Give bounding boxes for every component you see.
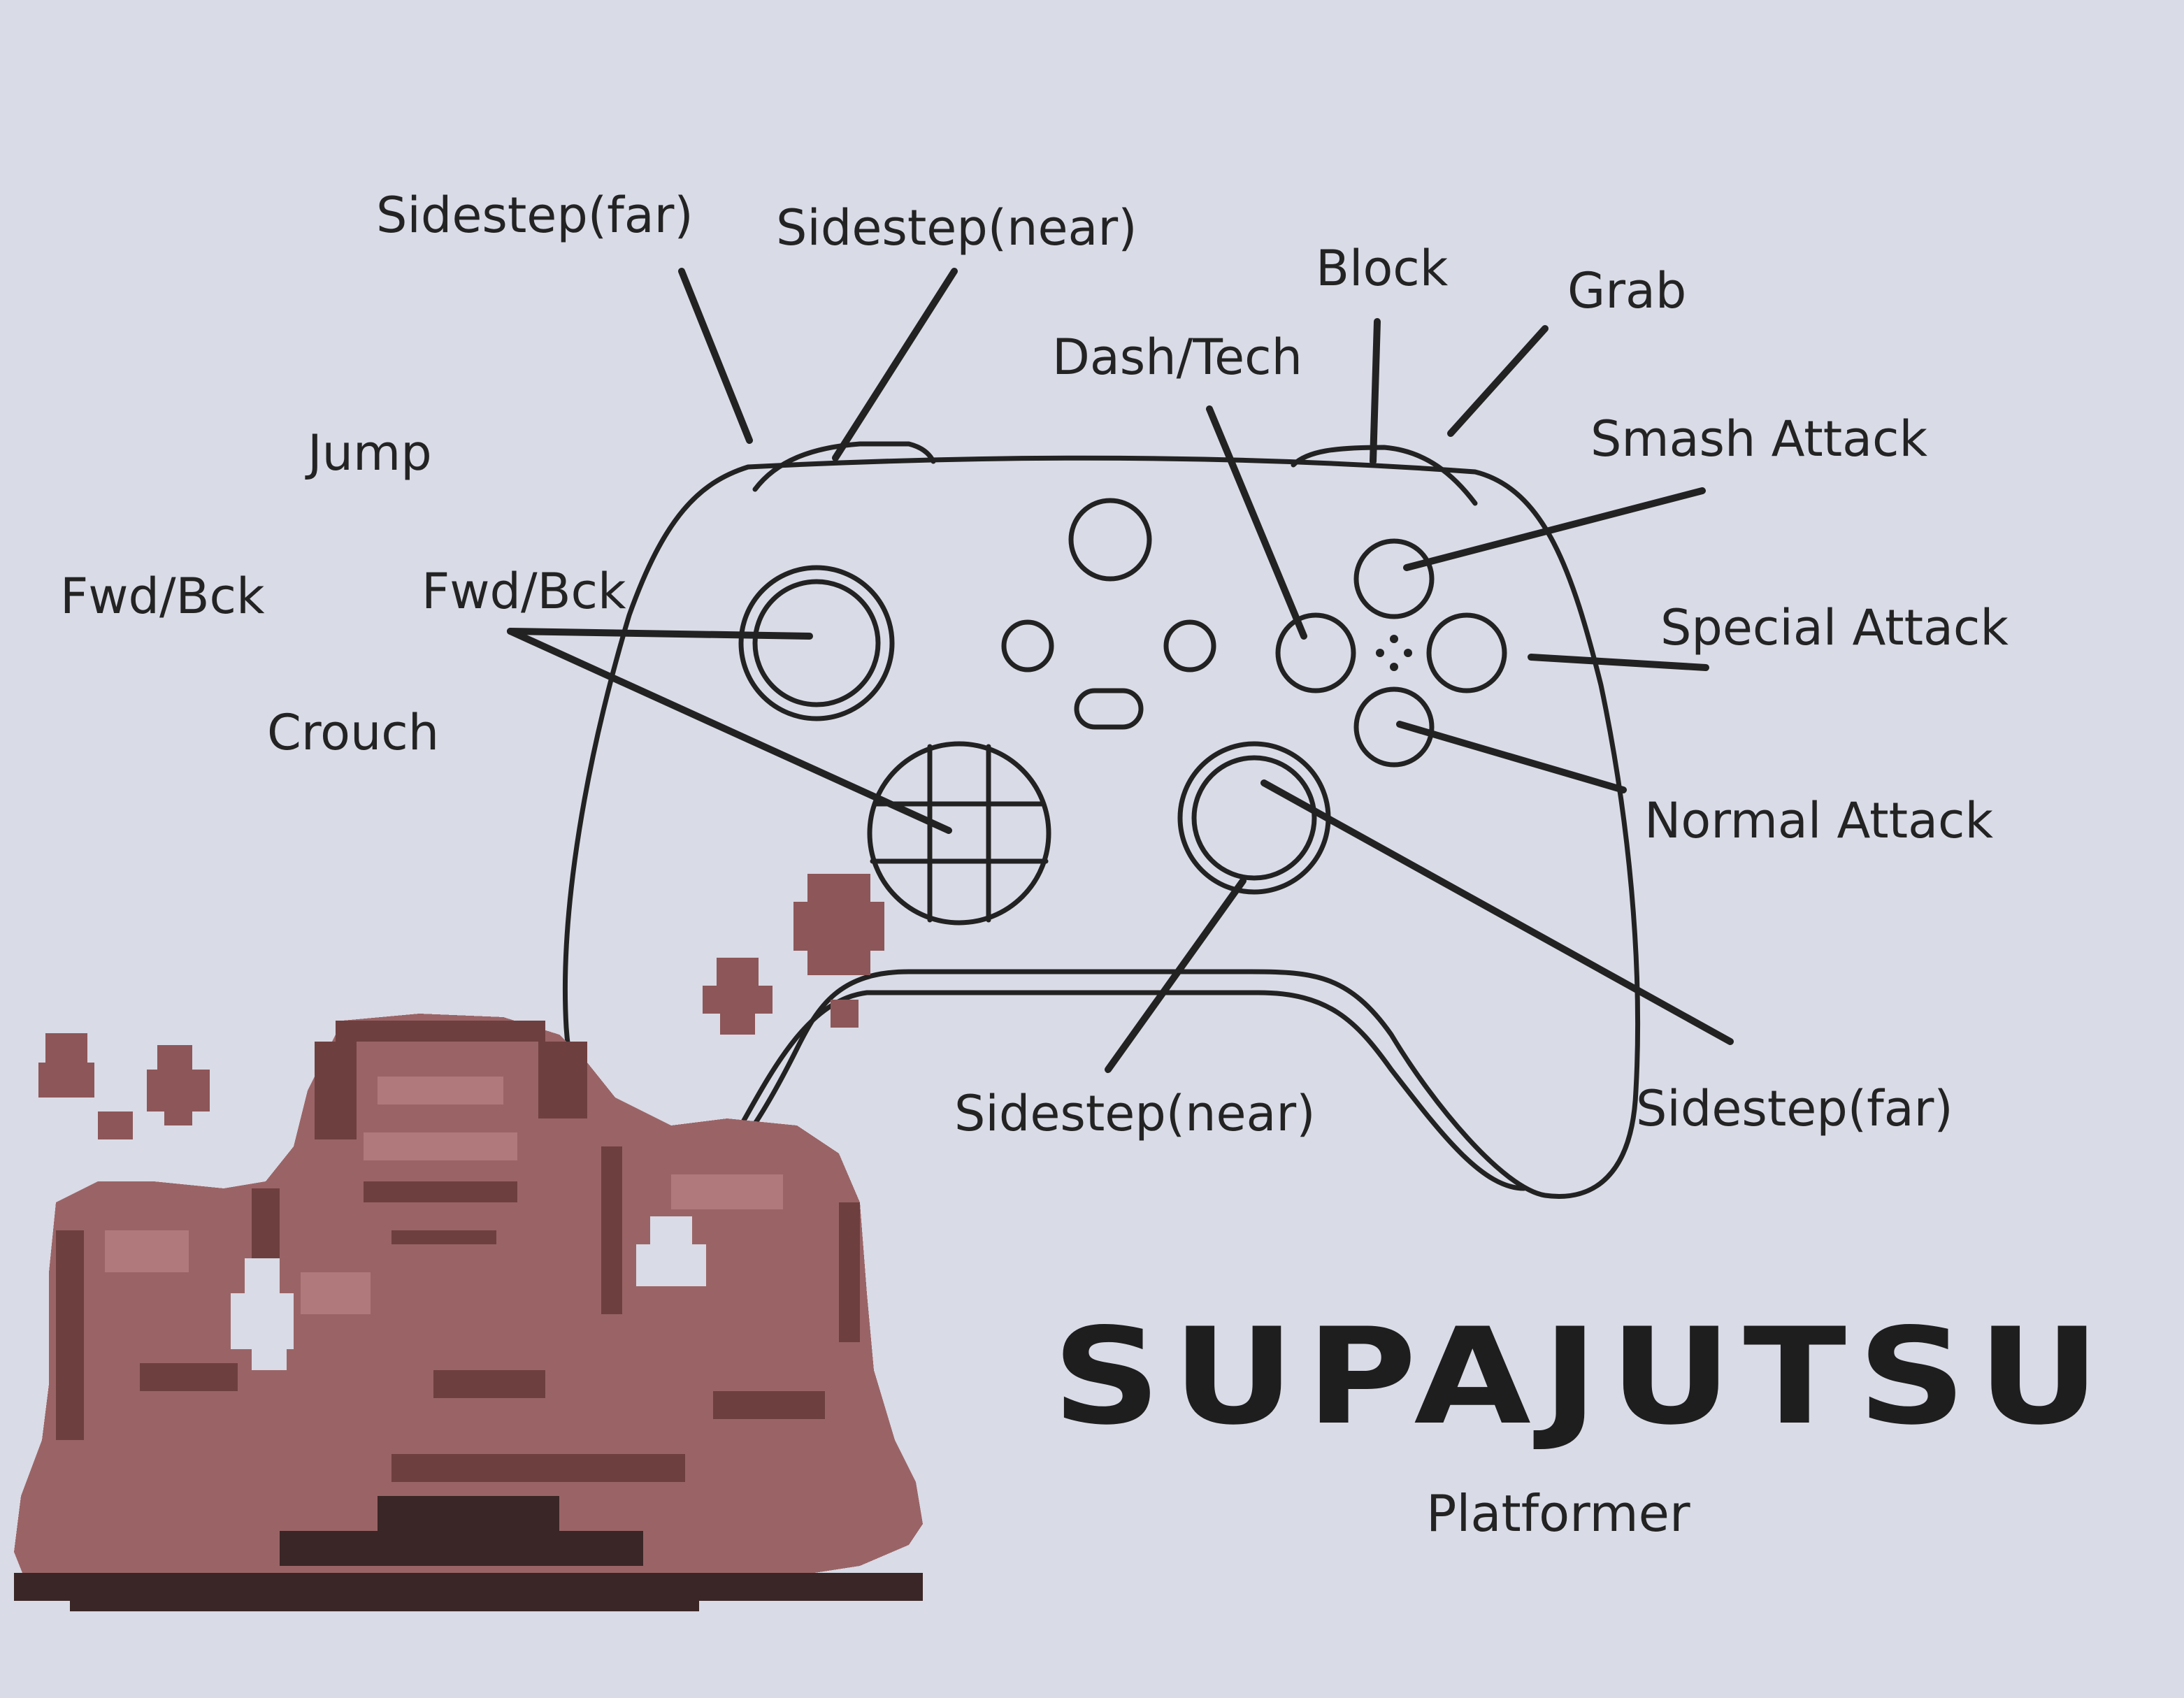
face-button-bottom <box>1353 686 1435 768</box>
control-labels: Sidestep(far) Sidestep(near) Block Grab … <box>60 187 2009 1142</box>
left-stick-outer <box>738 565 895 721</box>
label-sidestep-near-bottom: Sidestep(near) <box>954 1085 1316 1142</box>
menu-button <box>1163 619 1216 672</box>
label-special-attack: Special Attack <box>1660 599 2009 656</box>
right-bumper <box>1291 445 1478 506</box>
label-fwd-bck-left: Fwd/Bck <box>60 568 265 625</box>
logo-subtitle: Platformer <box>1426 1484 1690 1543</box>
left-stick-inner <box>752 579 881 707</box>
left-bumper <box>752 441 936 492</box>
controller-body <box>563 455 1641 1199</box>
label-grab: Grab <box>1567 262 1686 319</box>
controller-grip-inner <box>738 990 1527 1191</box>
share-button <box>1074 688 1144 730</box>
right-stick-outer <box>1177 741 1331 895</box>
face-button-left <box>1275 612 1356 693</box>
logo-title: SUPAJUTSU <box>1052 1300 2111 1454</box>
game-controller-icon <box>563 441 1641 1199</box>
label-sidestep-far-bottom: Sidestep(far) <box>1636 1080 1953 1137</box>
label-sidestep-near-top: Sidestep(near) <box>776 199 1137 257</box>
label-crouch: Crouch <box>267 704 439 761</box>
leader-lines <box>507 268 1734 1073</box>
face-button-top <box>1353 538 1435 619</box>
guide-button <box>1068 498 1152 582</box>
dpad-icon <box>867 741 1051 926</box>
face-button-right <box>1426 612 1507 693</box>
label-normal-attack: Normal Attack <box>1644 792 1993 849</box>
label-fwd-bck-right: Fwd/Bck <box>422 563 626 620</box>
view-button <box>1001 619 1054 672</box>
label-smash-attack: Smash Attack <box>1590 410 1928 468</box>
pixel-character-icon <box>14 874 923 1611</box>
label-sidestep-far-top: Sidestep(far) <box>376 187 694 244</box>
label-block: Block <box>1316 240 1449 297</box>
right-stick-inner <box>1191 755 1317 881</box>
label-jump: Jump <box>305 424 432 482</box>
label-dash-tech: Dash/Tech <box>1052 329 1302 386</box>
face-center-dots <box>1376 635 1412 671</box>
